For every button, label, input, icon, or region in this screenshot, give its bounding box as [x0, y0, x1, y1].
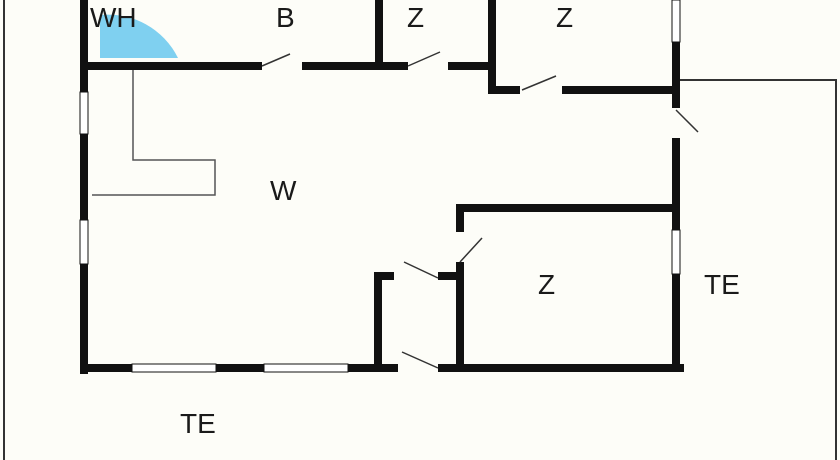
room-label-te-right: TE: [704, 269, 740, 300]
terrace-outline: [3, 0, 837, 460]
water-heater-fixture: [100, 14, 178, 58]
room-label-z-top-right: Z: [556, 2, 573, 33]
room-label-w: W: [270, 175, 297, 206]
room-label-z-mid: Z: [538, 269, 555, 300]
room-label-b: B: [276, 2, 295, 33]
kitchen-counter: [92, 70, 216, 196]
room-label-wh: WH: [90, 2, 137, 33]
windows: [79, 0, 681, 373]
door-openings: [262, 61, 681, 373]
room-label-z-top-small: Z: [407, 2, 424, 33]
door-swings: [261, 51, 699, 369]
room-label-te-bottom: TE: [180, 408, 216, 439]
